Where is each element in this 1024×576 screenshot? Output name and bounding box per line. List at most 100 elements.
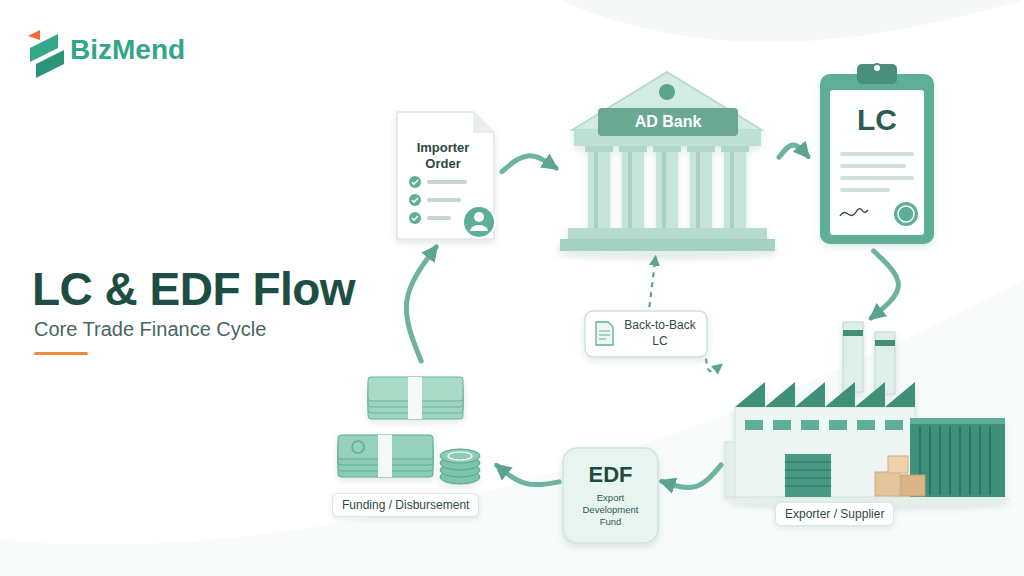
clipboard-illustration-part: [840, 152, 914, 156]
document-illustration-part: [470, 225, 488, 231]
flow-arrow: [662, 465, 721, 488]
flow-arrow: [871, 251, 898, 318]
background-swoosh-part: [0, 280, 1024, 576]
fund-tile-part: [563, 448, 658, 543]
brand-name: BizMend: [70, 34, 185, 66]
bank-building-illustration-part: [721, 146, 749, 152]
bank-building-illustration-part: [659, 84, 675, 100]
money-stack-illustration: [338, 377, 480, 484]
back-to-back-chip-part: [596, 322, 613, 345]
title-underline-part: [34, 352, 88, 355]
bank-building-illustration-part: [628, 152, 632, 228]
flow-arrow: [779, 145, 808, 157]
back-to-back-node: Back-to-Back LC: [585, 311, 707, 357]
factory-illustration-part: [885, 420, 903, 430]
document-illustration-part: [412, 180, 418, 220]
money-stack-illustration-part: [448, 452, 472, 460]
clipboard-illustration: [820, 64, 934, 244]
bank-building-illustration-part: [724, 152, 746, 228]
factory-illustration-part: [920, 426, 990, 495]
node-heading: Back-to-Back LC: [617, 318, 703, 349]
bank-building-illustration-part: [653, 146, 681, 152]
clipboard-illustration-part: [840, 188, 890, 192]
document-illustration: [397, 112, 495, 239]
node-heading: EDF: [563, 462, 658, 488]
bank-building-illustration-part: [622, 152, 644, 228]
money-stack-illustration-part: [408, 377, 422, 419]
factory-illustration-part: [857, 420, 875, 430]
document-illustration-part: [474, 212, 484, 222]
factory-illustration-part: [773, 420, 791, 430]
factory-illustration-part: [843, 322, 863, 392]
factory-illustration-part: [910, 418, 1005, 424]
node-heading: Funding / Disbursement: [332, 493, 479, 517]
bank-building-illustration-part: [696, 152, 700, 228]
document-illustration-part: [427, 198, 461, 202]
brand-logo-icon: [28, 30, 64, 78]
money-stack-illustration-part: [352, 441, 364, 453]
document-illustration-part: [397, 112, 494, 239]
bank-building-illustration-part: [687, 146, 715, 152]
factory-illustration-part: [735, 407, 915, 497]
factory-illustration-part: [745, 420, 763, 430]
bank-building-illustration-part: [690, 152, 712, 228]
factory-illustration-part: [901, 475, 925, 496]
bank-building-illustration: [557, 72, 777, 256]
factory-illustration-part: [785, 454, 831, 497]
flow-arrow: [502, 156, 556, 172]
dashed-connector: [649, 257, 655, 307]
brand-logo-icon-part: [36, 50, 64, 78]
clipboard-illustration-part: [894, 202, 918, 226]
factory-illustration-part: [843, 330, 863, 336]
bank-building-illustration-part: [730, 152, 734, 228]
factory-illustration-part: [785, 462, 831, 486]
diagram-subtitle: Core Trade Finance Cycle: [34, 318, 266, 341]
document-illustration-part: [463, 206, 495, 238]
bank-building-illustration-part: [585, 146, 613, 152]
bank-building-illustration-part: [568, 228, 767, 239]
diagram-title: LC & EDF Flow: [32, 262, 355, 316]
factory-illustration-part: [801, 420, 819, 430]
node-heading: LC: [830, 102, 924, 138]
node-heading: Exporter / Supplier: [775, 502, 894, 526]
brand-logo-icon-part: [28, 30, 40, 40]
clipboard-illustration-part: [898, 206, 914, 222]
money-stack-illustration-part: [378, 435, 392, 477]
bank-building-illustration-part: [560, 239, 775, 251]
clipboard-illustration-part: [840, 176, 914, 180]
clipboard-illustration-part: [820, 74, 934, 244]
fund-tile: [563, 448, 658, 543]
dashed-connector: [706, 359, 721, 372]
bank-building-illustration-part: [619, 146, 647, 152]
factory-illustration-part: [875, 472, 900, 496]
flow-arrow: [497, 465, 559, 484]
factory-illustration-part: [875, 340, 895, 346]
clipboard-illustration-part: [840, 164, 906, 168]
fund-node: EDF Export Development Fund: [563, 448, 658, 543]
bank-building-illustration-part: [588, 152, 610, 228]
bank-building-illustration-part: [598, 108, 738, 136]
funding-node: Funding / Disbursement: [328, 365, 493, 520]
factory-illustration-part: [888, 456, 908, 473]
document-illustration-part: [427, 216, 451, 220]
factory-illustration-part: [735, 382, 915, 407]
node-heading: Importer Order: [403, 140, 483, 171]
node-body-text: Export Development Fund: [577, 492, 644, 528]
document-illustration-part: [427, 180, 467, 184]
back-to-back-chip: [585, 311, 707, 357]
factory-illustration: [725, 322, 1010, 506]
node-heading: AD Bank: [598, 108, 738, 136]
bank-building-illustration-part: [662, 152, 666, 228]
money-stack-illustration-part: [440, 449, 480, 463]
bank-building-illustration-part: [656, 152, 678, 228]
flow-arrow: [406, 247, 436, 361]
factory-node: Exporter / Supplier: [725, 322, 1010, 527]
bank-building-illustration-part: [594, 152, 598, 228]
document-node: Importer Order: [393, 108, 498, 243]
clipboard-illustration-part: [857, 64, 897, 84]
back-to-back-chip-part: [599, 331, 610, 339]
back-to-back-chip-part: [585, 311, 707, 357]
clipboard-illustration-part: [873, 64, 881, 72]
document-illustration-part: [473, 112, 494, 133]
